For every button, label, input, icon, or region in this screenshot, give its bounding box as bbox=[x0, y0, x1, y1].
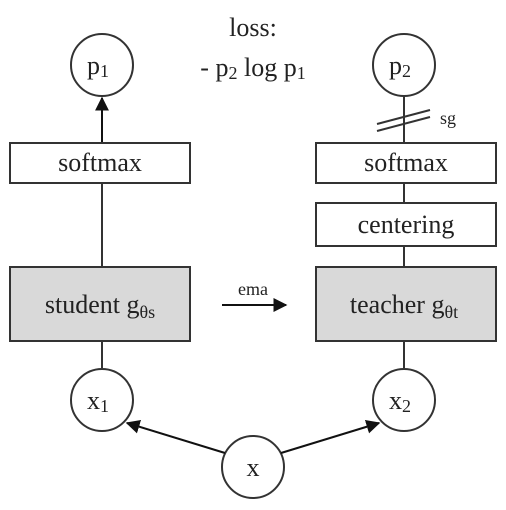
loss-formula: - p2 log p1 bbox=[200, 53, 305, 83]
svg-text:p1: p1 bbox=[87, 51, 109, 81]
svg-text:p2: p2 bbox=[389, 51, 411, 81]
teacher-network-box: teacher gθt bbox=[315, 266, 497, 342]
source-to-student-input-arrow bbox=[125, 419, 226, 454]
svg-text:student gθs: student gθs bbox=[45, 290, 155, 322]
teacher-output-label: p bbox=[389, 51, 402, 80]
teacher-input-label: x bbox=[389, 386, 402, 415]
teacher-softmax-label: softmax bbox=[364, 148, 448, 177]
student-network-box: student gθs bbox=[9, 266, 191, 342]
source-input-node: x bbox=[221, 435, 285, 499]
svg-text:x1: x1 bbox=[87, 386, 109, 416]
student-output-label: p bbox=[87, 51, 100, 80]
teacher-centering-box: centering bbox=[315, 202, 497, 247]
loss-label: loss: - p2 log p1 bbox=[200, 13, 305, 83]
student-softmax-box: softmax bbox=[9, 142, 191, 184]
loss-title: loss: bbox=[229, 13, 277, 42]
teacher-output-node: p2 bbox=[372, 33, 436, 97]
teacher-network-label: teacher g bbox=[350, 290, 445, 319]
teacher-softmax-box: softmax bbox=[315, 142, 497, 184]
student-softmax-label: softmax bbox=[58, 148, 142, 177]
svg-text:x2: x2 bbox=[389, 386, 411, 416]
svg-text:teacher gθt: teacher gθt bbox=[350, 290, 458, 322]
stop-gradient-label: sg bbox=[440, 108, 456, 128]
teacher-input-node: x2 bbox=[372, 368, 436, 432]
student-input-node: x1 bbox=[70, 368, 134, 432]
teacher-centering-label: centering bbox=[358, 210, 455, 239]
student-input-label: x bbox=[87, 386, 100, 415]
student-output-node: p1 bbox=[70, 33, 134, 97]
ema-label: ema bbox=[238, 279, 268, 299]
student-network-label: student g bbox=[45, 290, 140, 319]
source-input-label: x bbox=[247, 453, 260, 482]
source-to-teacher-input-arrow bbox=[280, 419, 381, 454]
stop-gradient-mark bbox=[376, 109, 431, 132]
